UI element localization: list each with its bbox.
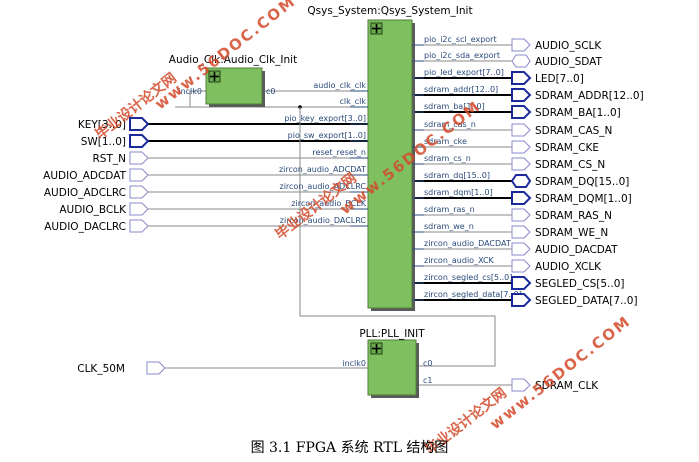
- clk-50m-pin[interactable]: [146, 361, 166, 375]
- qsys-output-port: zircon_segled_cs[5..0]: [424, 273, 512, 282]
- output-pin-label: SDRAM_CKE: [535, 142, 599, 154]
- input-pin[interactable]: [129, 202, 149, 216]
- qsys-output-port: sdram_cas_n: [424, 120, 476, 129]
- input-pin[interactable]: [129, 185, 149, 199]
- output-pin-label: AUDIO_SCLK: [535, 40, 602, 52]
- qsys-block[interactable]: Qsys_System:Qsys_System_Init: [307, 5, 473, 311]
- output-pin[interactable]: [511, 140, 531, 154]
- qsys-output-port: sdram_cs_n: [424, 154, 471, 163]
- output-pin-label: AUDIO_XCLK: [535, 261, 602, 273]
- output-pin-label: SDRAM_CS_N: [535, 159, 605, 171]
- input-pin-label: AUDIO_ADCDAT: [43, 170, 126, 182]
- output-pin[interactable]: [511, 88, 532, 102]
- qsys-output-port: pio_i2c_scl_export: [424, 35, 497, 44]
- wire-pll-c0-loop: [299, 107, 496, 367]
- ports: audio_clk_clk clk_clk pio_key_export[3..0]…: [43, 35, 644, 392]
- audio-clk-block-title: Audio_Clk:Audio_Clk_Init: [169, 54, 297, 66]
- qsys-block-title: Qsys_System:Qsys_System_Init: [307, 5, 472, 17]
- output-pin[interactable]: [511, 123, 531, 137]
- pll-block[interactable]: PLL:PLL_INIT inclk0 c0 c1: [342, 328, 433, 398]
- figure-caption: 图 3.1 FPGA 系统 RTL 结构图: [250, 440, 449, 456]
- output-pin[interactable]: [511, 208, 531, 222]
- pll-input-port: inclk0: [342, 359, 366, 368]
- output-pin[interactable]: [511, 242, 531, 256]
- output-pin[interactable]: [511, 191, 532, 205]
- input-pin-label: AUDIO_DACLRC: [44, 221, 126, 233]
- qsys-output-port: zircon_audio_XCK: [424, 256, 495, 265]
- qsys-output-port: sdram_addr[12..0]: [424, 85, 498, 94]
- output-pin-label: SDRAM_DQ[15..0]: [535, 176, 629, 188]
- output-pin[interactable]: [511, 293, 532, 307]
- output-pin-label: SDRAM_CAS_N: [535, 125, 612, 137]
- qsys-output-port: zircon_segled_data[7..0]: [424, 290, 522, 299]
- qsys-input-port: audio_clk_clk: [313, 81, 366, 90]
- input-pin-label: AUDIO_ADCLRC: [44, 187, 126, 199]
- input-pin[interactable]: [129, 168, 149, 182]
- audio-clk-output-port: c0: [266, 87, 276, 96]
- output-pin-label: SDRAM_WE_N: [535, 227, 608, 239]
- sdram-clk-label: SDRAM_CLK: [535, 380, 599, 392]
- output-pin-label: LED[7..0]: [535, 73, 584, 85]
- sdram-clk-pin[interactable]: [511, 378, 531, 392]
- pins: [129, 38, 532, 392]
- expand-icon[interactable]: [208, 70, 221, 83]
- input-pin-label: AUDIO_BCLK: [59, 204, 127, 216]
- output-pin[interactable]: [511, 157, 531, 171]
- output-pin[interactable]: [510, 174, 532, 188]
- output-pin[interactable]: [511, 259, 531, 273]
- qsys-output-port: sdram_ba[1..0]: [424, 102, 485, 111]
- input-pin[interactable]: [129, 219, 149, 233]
- input-pin-label: RST_N: [93, 153, 126, 165]
- output-pin[interactable]: [511, 225, 531, 239]
- output-pin-label: SEGLED_DATA[7..0]: [535, 295, 638, 307]
- qsys-input-port: clk_clk: [339, 97, 366, 106]
- output-pin[interactable]: [511, 38, 531, 52]
- qsys-input-port: zircon_audio_BCLK: [291, 199, 366, 208]
- output-pin[interactable]: [511, 105, 532, 119]
- qsys-output-port: sdram_we_n: [424, 222, 474, 231]
- output-pin-label: SEGLED_CS[5..0]: [535, 278, 624, 290]
- wires: [148, 44, 512, 386]
- pll-block-title: PLL:PLL_INIT: [359, 328, 425, 340]
- input-pin-label: SW[1..0]: [81, 136, 126, 148]
- audio-clk-block[interactable]: Audio_Clk:Audio_Clk_Init c0 inclk0: [169, 54, 297, 107]
- qsys-output-port: sdram_ras_n: [424, 205, 475, 214]
- qsys-input-port: zircon_audio_ADCLRC: [280, 182, 367, 191]
- input-pin[interactable]: [129, 117, 150, 131]
- input-pin[interactable]: [129, 134, 150, 148]
- output-pin[interactable]: [511, 54, 531, 68]
- qsys-block-body: [367, 19, 413, 309]
- blocks: Qsys_System:Qsys_System_Init Audio_Clk:A…: [169, 5, 473, 398]
- input-pin-label: KEY[3..0]: [78, 119, 126, 131]
- qsys-input-port: reset_reset_n: [312, 148, 366, 157]
- qsys-output-port: sdram_dqm[1..0]: [424, 188, 493, 197]
- output-pin-label: AUDIO_SDAT: [535, 56, 602, 68]
- qsys-output-port: sdram_dq[15..0]: [424, 171, 490, 180]
- output-pin-label: SDRAM_ADDR[12..0]: [535, 90, 644, 102]
- output-pin-label: AUDIO_DACDAT: [535, 244, 618, 256]
- qsys-input-port: zircon_audio_ADCDAT: [279, 165, 366, 174]
- qsys-output-port: pio_i2c_sda_export: [424, 51, 500, 60]
- qsys-output-port: zircon_audio_DACDAT: [424, 239, 511, 248]
- output-pin-label: SDRAM_BA[1..0]: [535, 107, 621, 119]
- audio-clk-input-port: inclk0: [178, 87, 202, 96]
- qsys-input-port: pio_key_export[3..0]: [284, 114, 366, 123]
- output-pin-label: SDRAM_DQM[1..0]: [535, 193, 632, 205]
- pll-output-c0: c0: [423, 359, 433, 368]
- expand-icon[interactable]: [370, 22, 383, 35]
- qsys-output-port: pio_led_export[7..0]: [424, 68, 504, 77]
- output-pin-label: SDRAM_RAS_N: [535, 210, 612, 222]
- expand-icon[interactable]: [370, 342, 383, 355]
- qsys-input-port: zircon_audio_DACLRC: [280, 216, 367, 225]
- watermark-url-3: www.56DOC.COM: [486, 312, 634, 433]
- input-pin[interactable]: [129, 151, 149, 165]
- output-pin[interactable]: [511, 276, 532, 290]
- qsys-output-port: sdram_cke: [424, 137, 467, 146]
- pll-output-c1: c1: [423, 376, 433, 385]
- clk-50m-label: CLK_50M: [77, 363, 125, 375]
- qsys-input-port: pio_sw_export[1..0]: [288, 131, 366, 140]
- output-pin[interactable]: [511, 71, 532, 85]
